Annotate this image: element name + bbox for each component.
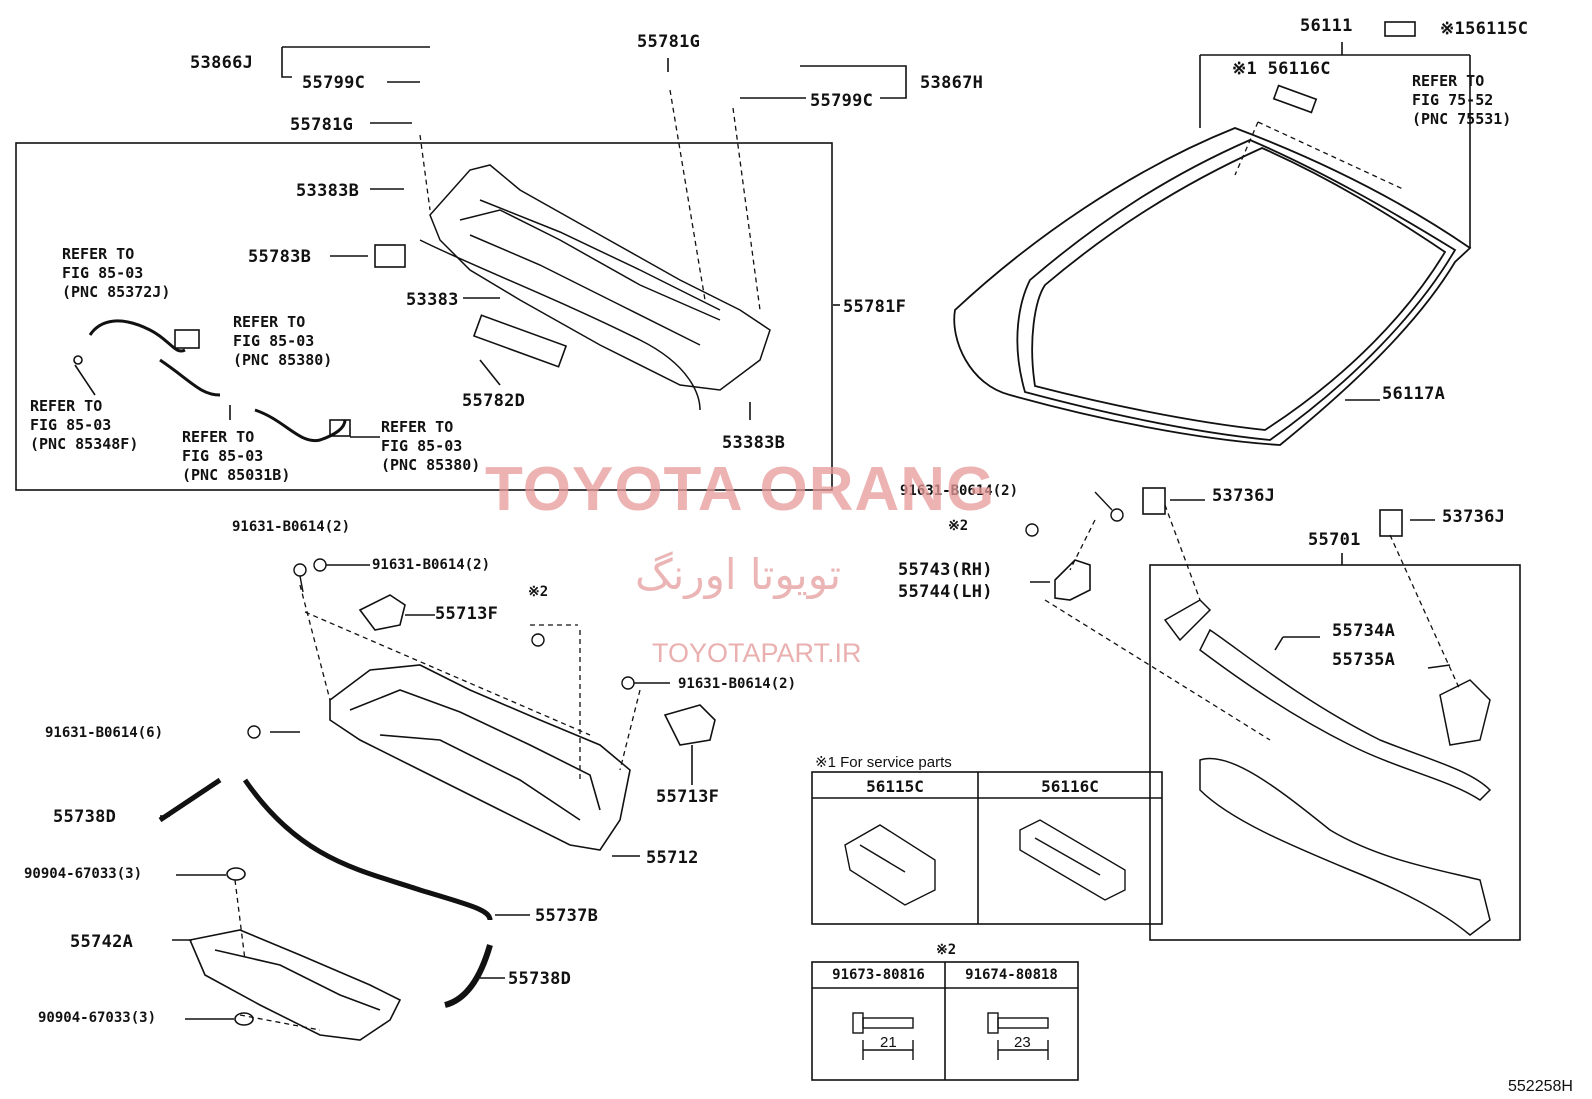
part-55783b[interactable]: 55783B — [248, 247, 312, 267]
part-53867h[interactable]: 53867H — [920, 73, 984, 93]
part-55738d-b[interactable]: 55738D — [508, 969, 572, 989]
part-55742a[interactable]: 55742A — [70, 932, 134, 952]
part-53866j[interactable]: 53866J — [190, 53, 254, 73]
bolt-col-91674[interactable]: 91674-80818 — [965, 967, 1058, 983]
part-91631-d[interactable]: 91631-B0614(2) — [678, 676, 797, 692]
watermark-site: TOYOTAPART.IR — [652, 638, 862, 668]
part-55781f[interactable]: 55781F — [843, 297, 907, 317]
panel-assembly-frame — [1149, 564, 1521, 941]
part-56111[interactable]: 56111 — [1300, 16, 1353, 36]
stopper-56115c — [1384, 21, 1416, 37]
bolts — [247, 491, 1124, 739]
part-55712[interactable]: 55712 — [646, 848, 699, 868]
cowl-top-panel — [419, 164, 771, 411]
bolt-length-23: 23 — [1014, 1034, 1031, 1051]
refer-note-85380-a[interactable]: REFER TO FIG 85-03 (PNC 85380) — [233, 313, 333, 369]
spacer-56116c — [1272, 84, 1318, 114]
part-55701[interactable]: 55701 — [1308, 530, 1361, 550]
part-55799c-a[interactable]: 55799C — [302, 73, 366, 93]
part-55734a[interactable]: 55734A — [1332, 621, 1396, 641]
service-parts-table — [811, 771, 1163, 925]
part-53736j-b[interactable]: 53736J — [1442, 507, 1506, 527]
bolt-length-21: 21 — [880, 1034, 897, 1051]
part-55738d-a[interactable]: 55738D — [53, 807, 117, 827]
part-56116c[interactable]: ※1 56116C — [1232, 59, 1331, 79]
part-55799c-b[interactable]: 55799C — [810, 91, 874, 111]
part-55713f-a[interactable]: 55713F — [435, 604, 499, 624]
pad-53736j-a — [1142, 487, 1166, 515]
part-53383b-b[interactable]: 53383B — [722, 433, 786, 453]
part-55737b[interactable]: 55737B — [535, 906, 599, 926]
part-91631-b[interactable]: 91631-B0614(2) — [232, 519, 351, 535]
bolt-col-91673[interactable]: 91673-80816 — [832, 967, 925, 983]
part-53383b-a[interactable]: 53383B — [296, 181, 360, 201]
service-col-56115c[interactable]: 56115C — [866, 777, 924, 796]
cowl-assembly-frame — [15, 142, 833, 491]
part-55744[interactable]: 55744(LH) — [898, 582, 993, 602]
part-56117a[interactable]: 56117A — [1382, 384, 1446, 404]
bracket-55713f-b — [663, 704, 716, 746]
retainer-55783b — [374, 244, 406, 268]
bolt-table-mark: ※2 — [936, 942, 957, 958]
part-53383[interactable]: 53383 — [406, 290, 459, 310]
refer-note-85380-b[interactable]: REFER TO FIG 85-03 (PNC 85380) — [381, 418, 481, 474]
part-55713f-b[interactable]: 55713F — [656, 787, 720, 807]
refer-note-75531[interactable]: REFER TO FIG 75-52 (PNC 75531) — [1412, 72, 1512, 128]
part-55782d[interactable]: 55782D — [462, 391, 526, 411]
panel-assembly-55701 — [1163, 599, 1492, 936]
part-91631-c[interactable]: 91631-B0614(2) — [372, 557, 491, 573]
diagram-code: 552258H — [1508, 1078, 1573, 1095]
refer-note-85348f[interactable]: REFER TO FIG 85-03 (PNC 85348F) — [30, 397, 139, 453]
seal-55782d — [472, 314, 568, 368]
part-53736j-a[interactable]: 53736J — [1212, 486, 1276, 506]
part-55743[interactable]: 55743(RH) — [898, 560, 993, 580]
cowl-lower-panel — [329, 664, 631, 851]
service-parts-note: ※1 For service parts — [815, 754, 952, 771]
watermark-brand: TOYOTA ORANG — [485, 455, 996, 524]
refer-note-85372j[interactable]: REFER TO FIG 85-03 (PNC 85372J) — [62, 245, 171, 301]
part-55781g-a[interactable]: 55781G — [290, 115, 354, 135]
mark-2-a: ※2 — [948, 518, 969, 534]
windshield-glass — [953, 127, 1472, 446]
part-55735a[interactable]: 55735A — [1332, 650, 1396, 670]
part-91631-e[interactable]: 91631-B0614(6) — [45, 725, 164, 741]
part-55781g-b[interactable]: 55781G — [637, 32, 701, 52]
part-90904-a[interactable]: 90904-67033(3) — [24, 866, 143, 882]
watermark-persian: تویوتا اورنگ — [635, 550, 842, 599]
part-90904-b[interactable]: 90904-67033(3) — [38, 1010, 157, 1026]
refer-note-85031b[interactable]: REFER TO FIG 85-03 (PNC 85031B) — [182, 428, 291, 484]
mark-2-b: ※2 — [528, 584, 549, 600]
service-col-56116c[interactable]: 56116C — [1041, 777, 1099, 796]
part-56115c[interactable]: ※156115C — [1440, 19, 1529, 39]
bracket-55742a — [188, 929, 402, 1041]
part-91631-a[interactable]: 91631-B0614(2) — [900, 483, 1019, 499]
bracket-55713f-a — [358, 594, 406, 631]
hinge-55743 — [1054, 559, 1091, 601]
pad-53736j-b — [1379, 509, 1403, 537]
